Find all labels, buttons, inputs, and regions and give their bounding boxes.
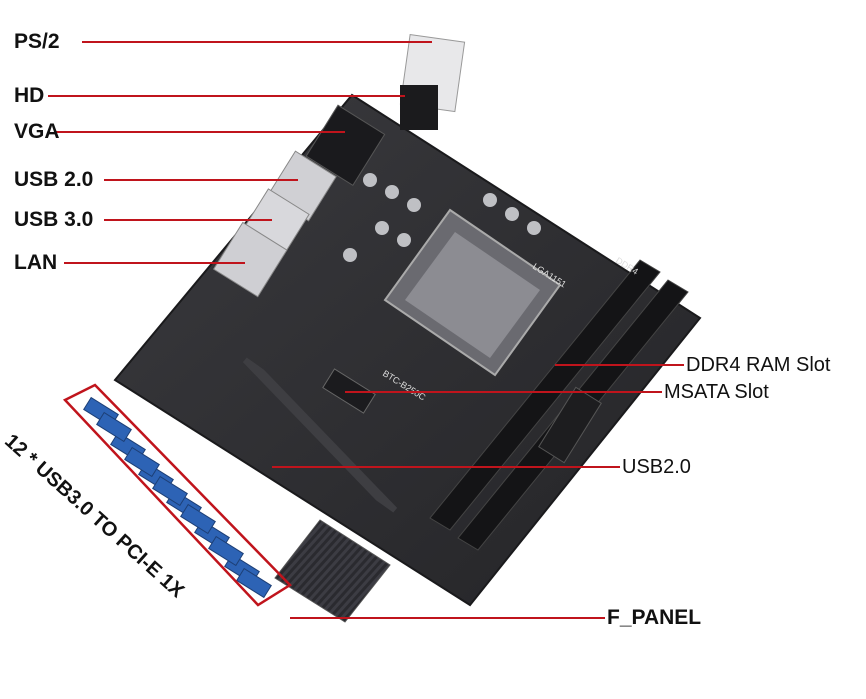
vga-port: [305, 104, 386, 186]
vrm-components: [343, 173, 541, 262]
usb30-port-9: [152, 475, 188, 507]
rear-io-cluster: [212, 34, 466, 298]
label-f-panel: F_PANEL: [607, 606, 702, 629]
label-hd: HD: [14, 84, 45, 107]
chipset-heatsink: [274, 519, 391, 623]
cpu-socket: LGA1151: [383, 208, 568, 377]
atx-power-connector: [538, 386, 602, 464]
hd-connector: [400, 85, 438, 130]
pcie-slot: [242, 357, 398, 513]
usb-highlight-box: [62, 383, 292, 607]
usb30-port-10: [180, 503, 216, 535]
label-usb30: USB 3.0: [14, 208, 94, 231]
usb30-port-12: [236, 567, 272, 599]
label-msata-slot: MSATA Slot: [664, 381, 769, 403]
usb30-port-8: [124, 446, 160, 478]
label-usb2: USB2.0: [622, 456, 691, 478]
usb30-port-11: [208, 535, 244, 567]
usb30-port-column: [83, 396, 272, 599]
callout-lines: [48, 41, 684, 619]
label-ps2: PS/2: [14, 30, 60, 53]
lan-port: [212, 221, 288, 298]
usb30-port-7: [96, 411, 132, 443]
label-lan: LAN: [14, 251, 58, 274]
label-vga: VGA: [14, 120, 60, 143]
label-ddr4-ram-slot: DDR4 RAM Slot: [686, 354, 831, 376]
label-usb20: USB 2.0: [14, 168, 94, 191]
